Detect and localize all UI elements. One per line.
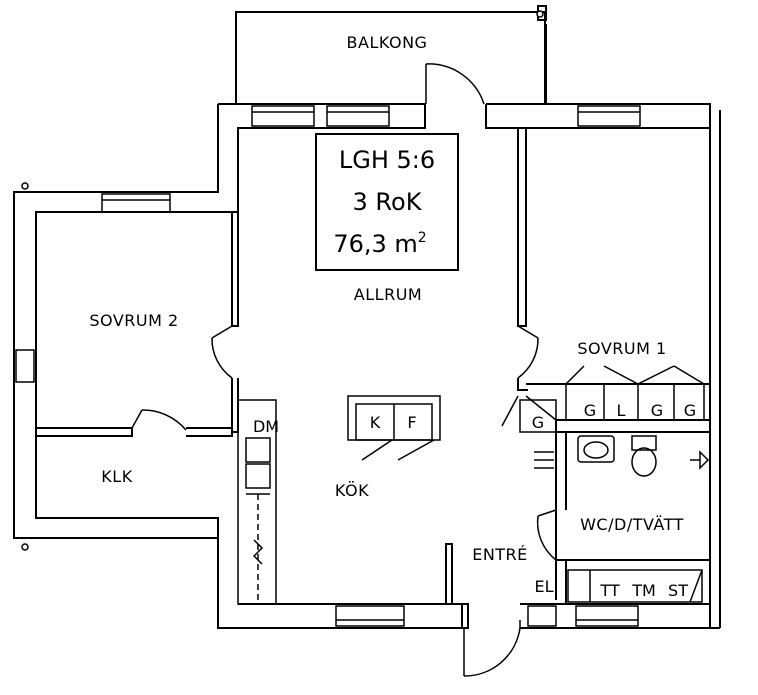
room-living: ALLRUM [354, 285, 422, 304]
apartment-id: LGH 5:6 [339, 146, 435, 174]
label-fridge: K [370, 413, 381, 432]
room-bathroom: WC/D/TVÄTT [580, 515, 684, 534]
room-kitchen: KÖK [335, 481, 369, 500]
label-wardrobe-g3: G [684, 401, 696, 420]
area-superscript: 2 [418, 230, 427, 246]
label-dryer-cabinet: ST [668, 581, 688, 600]
kitchen-counter [237, 399, 277, 605]
outer-walls [13, 103, 721, 629]
fridge-freezer [347, 395, 441, 461]
corner-markers [21, 10, 544, 551]
room-balcony: BALKONG [347, 33, 428, 52]
windows [15, 105, 641, 627]
label-dryer: TT [599, 581, 619, 600]
label-electrical: EL [534, 577, 553, 596]
label-entry-wardrobe: G [532, 413, 544, 432]
doors [131, 63, 557, 677]
balcony-outline [235, 5, 547, 104]
room-bedroom1: SOVRUM 1 [577, 339, 666, 358]
wardrobes [519, 365, 705, 433]
area-value: 76,3 m2 [333, 230, 426, 258]
area-number: 76,3 m [333, 230, 417, 258]
label-wardrobe-g1: G [584, 401, 596, 420]
room-bedroom2: SOVRUM 2 [89, 311, 178, 330]
label-wardrobe-l: L [617, 401, 626, 420]
label-wardrobe-g2: G [651, 401, 663, 420]
room-entrance: ENTRÉ [472, 545, 528, 564]
label-microwave: DM [253, 417, 279, 436]
room-count: 3 RoK [353, 188, 423, 216]
label-washer: TM [631, 581, 656, 600]
room-walkin-closet: KLK [101, 467, 132, 486]
label-freezer: F [407, 413, 416, 432]
bathroom-fixtures [534, 435, 710, 603]
info-box-frame [315, 133, 459, 271]
